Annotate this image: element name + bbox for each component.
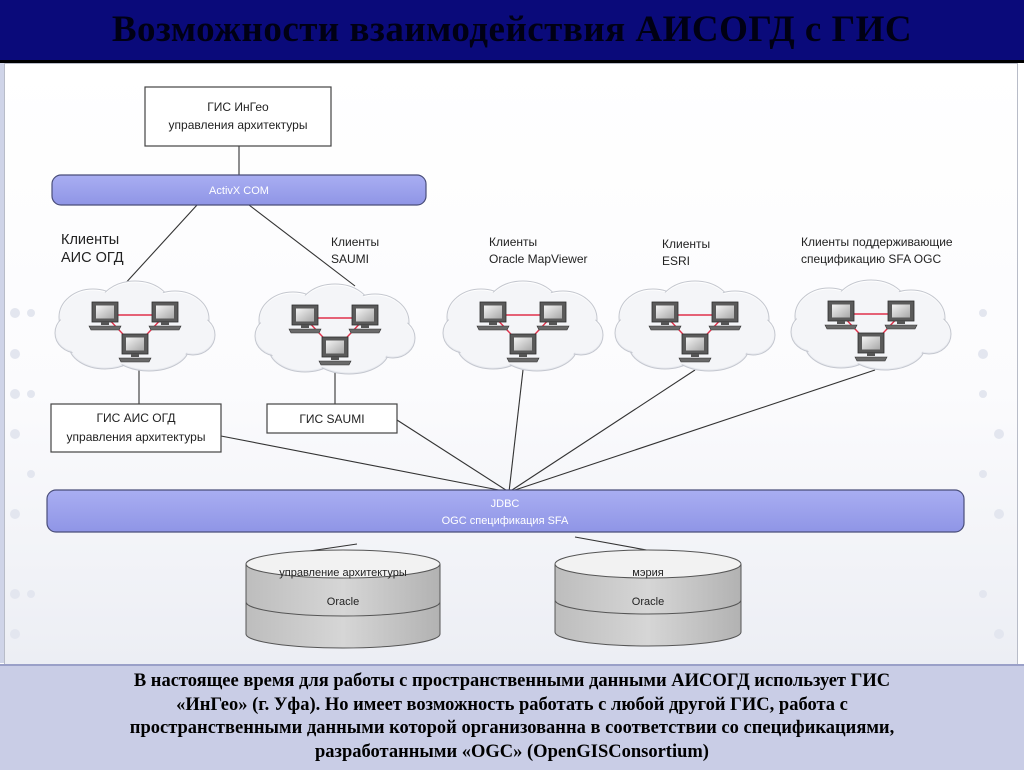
- database-city-oracle-label: Oracle: [632, 596, 664, 608]
- client-label-mapviewer-2: Oracle MapViewer: [489, 252, 587, 266]
- slide-title: Возможности взаимодействия АИСОГД с ГИС: [111, 9, 913, 50]
- client-labels: Клиенты АИС ОГД Клиенты SAUMI Клиенты Or…: [61, 232, 953, 268]
- database-city-top-label: мэрия: [632, 567, 663, 579]
- database-city: мэрия Oracle: [554, 549, 742, 647]
- computer-icon: [476, 301, 510, 331]
- decorative-dots: [10, 308, 1004, 639]
- architecture-diagram: ГИС ИнГео управления архитектуры ActivX …: [10, 86, 1004, 649]
- client-label-sfa-1: Клиенты поддерживающие: [801, 235, 953, 249]
- computer-icon: [884, 300, 918, 330]
- computer-icon: [318, 336, 352, 366]
- jdbc-ogc-bar: JDBC OGC спецификация SFA: [46, 489, 965, 533]
- title-bar: Возможности взаимодействия АИСОГД с ГИС: [0, 0, 1024, 63]
- client-network-cloud: [254, 283, 416, 375]
- activex-com-label: ActivX COM: [209, 185, 269, 197]
- client-label-sfa-2: спецификацию SFA OGC: [801, 252, 941, 266]
- database-arch: управление архитектуры Oracle: [245, 549, 441, 649]
- caption-line: разработанными «OGC» (OpenGISConsortium): [315, 741, 709, 762]
- gis-ingeo-label-1: ГИС ИнГео: [207, 100, 269, 114]
- computer-icon: [348, 304, 382, 334]
- client-label-esri-1: Клиенты: [662, 237, 710, 251]
- client-network-cloud: [442, 280, 604, 372]
- computer-icon: [648, 301, 682, 331]
- gis-aisogd-label-2: управления архитектуры: [67, 430, 206, 444]
- computer-icon: [118, 333, 152, 363]
- gis-ingeo-box: ГИС ИнГео управления архитектуры: [144, 86, 332, 147]
- computer-icon: [824, 300, 858, 330]
- diagram-panel: ГИС ИнГео управления архитектуры ActivX …: [4, 63, 1018, 665]
- computer-icon: [506, 333, 540, 363]
- client-network-cloud: [614, 280, 776, 372]
- gis-aisogd-label-1: ГИС АИС ОГД: [97, 411, 176, 425]
- computer-icon: [288, 304, 322, 334]
- activex-com-bar: ActivX COM: [51, 174, 427, 206]
- gis-aisogd-box: ГИС АИС ОГД управления архитектуры: [50, 403, 222, 453]
- client-label-mapviewer-1: Клиенты: [489, 235, 537, 249]
- database-arch-oracle-label: Oracle: [327, 596, 359, 608]
- computer-icon: [148, 301, 182, 331]
- client-label-esri-2: ESRI: [662, 254, 690, 268]
- caption-line: «ИнГео» (г. Уфа). Но имеет возможность р…: [176, 694, 848, 715]
- computer-icon: [536, 301, 570, 331]
- client-network-cloud: [790, 279, 952, 371]
- caption-text: В настоящее время для работы с пространс…: [30, 670, 994, 764]
- caption-line: пространственными данными которой органи…: [129, 718, 895, 738]
- client-label-aisogd-1: Клиенты: [61, 232, 119, 248]
- computer-icon: [88, 301, 122, 331]
- computer-icon: [708, 301, 742, 331]
- jdbc-label: JDBC: [491, 498, 520, 510]
- ogc-sfa-label: OGC спецификация SFA: [442, 515, 569, 527]
- client-label-saumi-2: SAUMI: [331, 252, 369, 266]
- computer-icon: [854, 332, 888, 362]
- client-networks: [54, 279, 952, 375]
- caption-box: В настоящее время для работы с пространс…: [0, 664, 1024, 770]
- caption-line: В настоящее время для работы с пространс…: [133, 671, 891, 691]
- gis-saumi-box: ГИС SAUMI: [266, 403, 398, 434]
- client-label-aisogd-2: АИС ОГД: [61, 250, 124, 266]
- client-label-saumi-1: Клиенты: [331, 235, 379, 249]
- gis-ingeo-label-2: управления архитектуры: [169, 118, 308, 132]
- computer-icon: [678, 333, 712, 363]
- gis-saumi-label: ГИС SAUMI: [299, 412, 364, 426]
- database-arch-top-label: управление архитектуры: [279, 567, 407, 579]
- client-network-cloud: [54, 280, 216, 372]
